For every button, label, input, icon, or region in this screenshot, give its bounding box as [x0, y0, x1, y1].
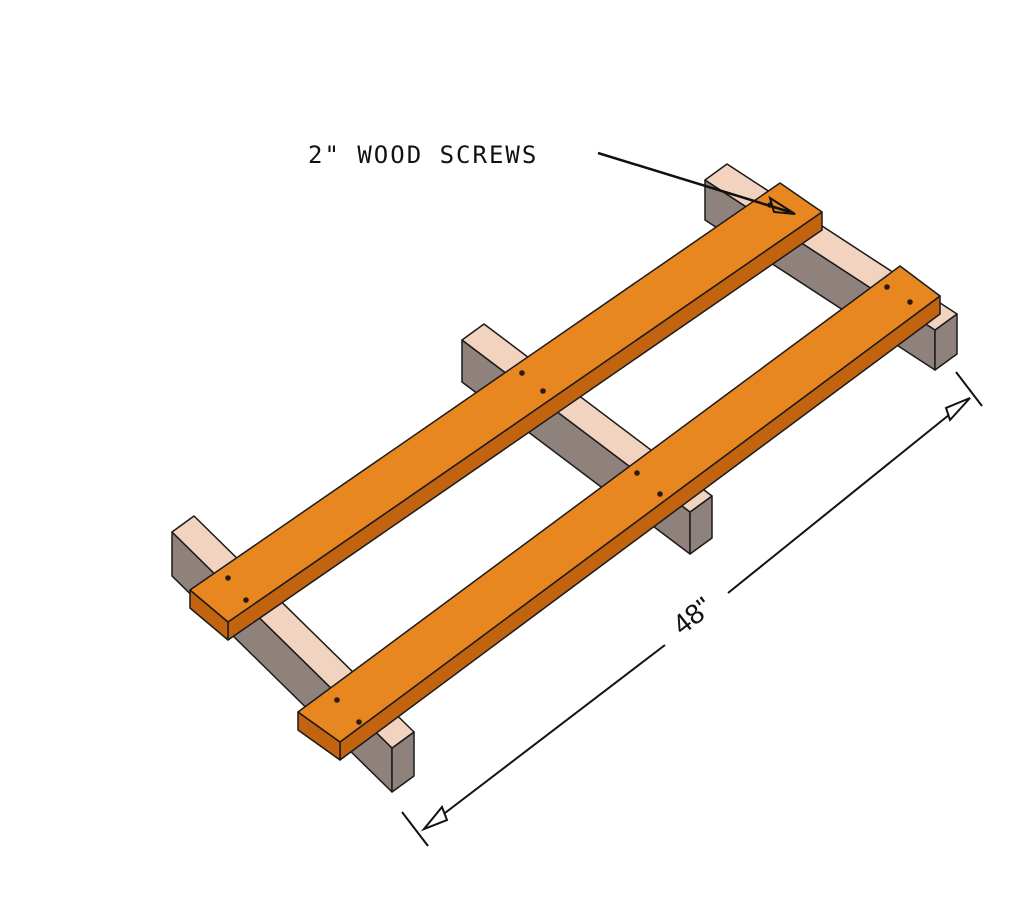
dimension-arrow-end-icon	[944, 397, 971, 422]
callout-leader-line	[597, 151, 791, 214]
board-front-side	[339, 295, 941, 761]
board-front-top	[297, 265, 941, 743]
extension-line-start	[401, 811, 429, 847]
dimension-label: 48"	[667, 591, 718, 641]
extension-line-end	[955, 371, 983, 407]
screw-hole-icon	[907, 299, 913, 305]
screw-hole-icon	[884, 284, 890, 290]
dimension-line-upper	[727, 397, 971, 594]
screw-hole-icon	[519, 370, 525, 376]
callout-arrowhead-icon	[768, 195, 796, 215]
screw-hole-icon	[657, 491, 663, 497]
dimension-arrow-start-icon	[420, 805, 449, 832]
screw-hole-icon	[334, 697, 340, 703]
screw-hole-icon	[225, 575, 231, 581]
screw-hole-icon	[356, 719, 362, 725]
screw-hole-icon	[540, 388, 546, 394]
screw-hole-icon	[634, 470, 640, 476]
board-back-top	[189, 182, 823, 623]
screw-callout: 2" WOOD SCREWS	[308, 141, 796, 215]
screw-hole-icon	[243, 597, 249, 603]
screw-callout-label: 2" WOOD SCREWS	[308, 141, 538, 169]
dimension-line-lower	[423, 644, 666, 830]
